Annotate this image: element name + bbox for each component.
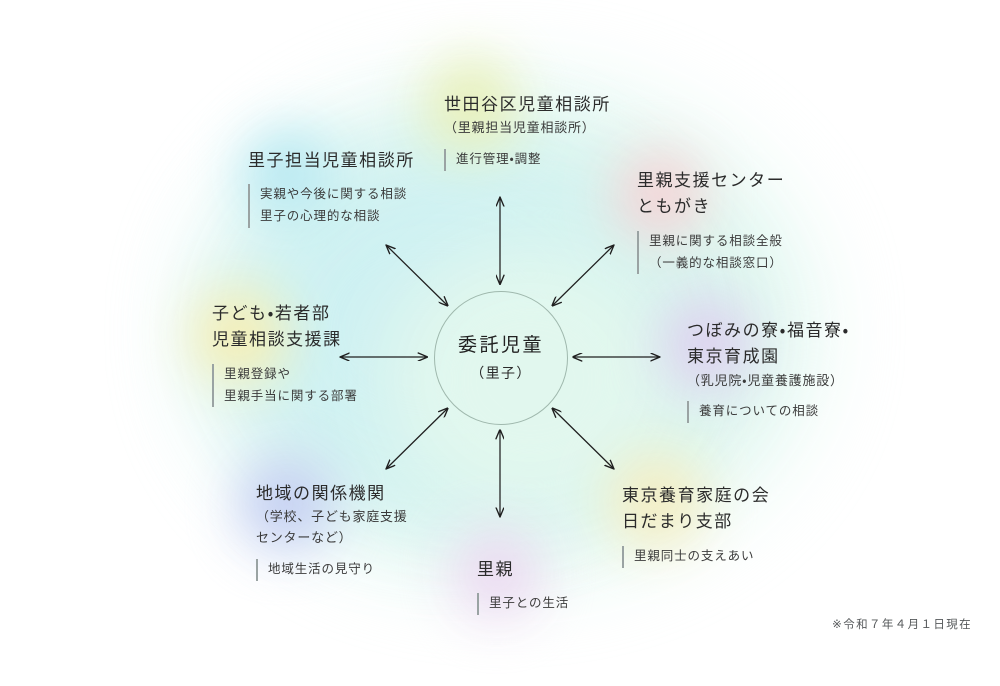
node-note-line: 里子の心理的な相談 <box>260 209 381 224</box>
node-title-line2: 児童相談支援課 <box>212 330 342 350</box>
node-note-line: 養育についての相談 <box>699 404 820 419</box>
node-note-line: 実親や今後に関する相談 <box>260 187 408 202</box>
node-title-line2: 日だまり支部 <box>622 512 733 532</box>
center-title: 委託児童 <box>458 334 544 356</box>
node-subtitle-line2: センターなど） <box>256 530 353 546</box>
node-note: 養育についての相談 <box>687 401 850 424</box>
node-title: 世田谷区児童相談所 <box>444 95 611 114</box>
center-node-itaku-jidou: 委託児童 （里子） <box>434 291 568 425</box>
node-note-line: 地域生活の見守り <box>268 561 376 576</box>
node-title: 子ども・若者部 <box>212 304 331 323</box>
footnote: ※令和７年４月１日現在 <box>832 619 972 631</box>
node-title-line2: 東京育成園 <box>687 347 780 367</box>
node-note: 里親登録や 里親手当に関する部署 <box>212 363 358 408</box>
node-note-line: （一義的な相談窓口） <box>649 255 783 270</box>
node-satogo-tantou-jidou-soudansho: 里子担当児童相談所 実親や今後に関する相談 里子の心理的な相談 <box>248 148 415 229</box>
node-note-line: 進行管理・調整 <box>456 152 542 167</box>
node-note-line: 里親に関する相談全般 <box>649 233 783 248</box>
node-title: 地域の関係機関 <box>256 484 386 503</box>
node-chiiki-no-kankei-kikan: 地域の関係機関 （学校、子ども家庭支援 センターなど） 地域生活の見守り <box>256 481 408 581</box>
node-title: 里親 <box>477 560 515 579</box>
node-kodomo-wakamonobu-jidou-soudan-shienka: 子ども・若者部 児童相談支援課 里親登録や 里親手当に関する部署 <box>212 301 358 408</box>
node-subtitle: （乳児院・児童養護施設） <box>687 372 844 388</box>
node-subtitle: （里親担当児童相談所） <box>444 120 596 136</box>
arrow-up-left <box>386 245 447 305</box>
node-note: 里子との生活 <box>477 593 570 616</box>
node-note: 実親や今後に関する相談 里子の心理的な相談 <box>248 184 415 229</box>
node-title: 里子担当児童相談所 <box>248 151 415 170</box>
node-satooya-shien-center-tomogaki: 里親支援センター ともがき 里親に関する相談全般 （一義的な相談窓口） <box>637 168 786 275</box>
node-tokyo-youiku-katei-no-kai-hidamari-shibu: 東京養育家庭の会 日だまり支部 里親同士の支えあい <box>622 483 770 568</box>
node-title: 東京養育家庭の会 <box>622 486 771 505</box>
arrow-down-left <box>386 409 447 469</box>
node-title: つぼみの寮・福音寮・ <box>687 321 850 340</box>
node-setagaya-jidou-soudansho: 世田谷区児童相談所 （里親担当児童相談所） 進行管理・調整 <box>444 92 611 172</box>
node-note-line: 里親登録や <box>224 366 291 381</box>
node-subtitle: （学校、子ども家庭支援 <box>256 509 408 525</box>
node-note: 里親同士の支えあい <box>622 545 770 568</box>
node-note: 地域生活の見守り <box>256 558 408 581</box>
node-satooya: 里親 里子との生活 <box>477 557 570 616</box>
node-note-line: 里親手当に関する部署 <box>224 388 358 403</box>
node-title: 里親支援センター <box>637 171 786 190</box>
node-note-line: 里親同士の支えあい <box>634 548 755 563</box>
arrow-up-right <box>553 245 614 305</box>
node-note: 里親に関する相談全般 （一義的な相談窓口） <box>637 230 785 275</box>
node-note-line: 里子との生活 <box>489 596 570 611</box>
node-title-line2: ともがき <box>637 197 712 217</box>
node-note: 進行管理・調整 <box>444 149 611 172</box>
node-tsubomi-fukuin-tokyo-ikuseien: つぼみの寮・福音寮・ 東京育成園 （乳児院・児童養護施設） 養育についての相談 <box>687 318 850 424</box>
center-subtitle: （里子） <box>470 365 532 382</box>
arrow-down-right <box>553 409 614 469</box>
